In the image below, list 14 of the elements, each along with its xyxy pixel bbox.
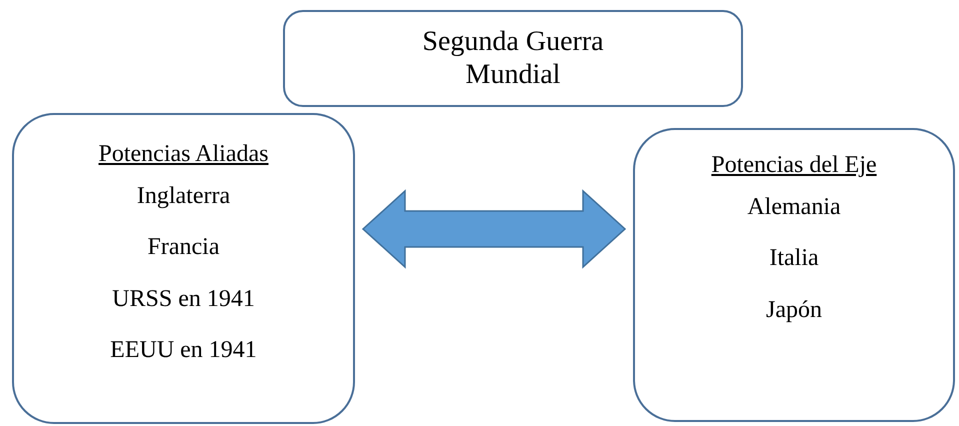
member-text: EEUU en 1941 [110,337,257,365]
member-text: Inglaterra [136,182,230,210]
member-text: Francia [148,234,220,262]
group-box [12,113,355,424]
member-text: Alemania [747,194,841,222]
member-text: Japón [766,296,822,324]
member-text: URSS en 1941 [112,286,255,314]
title-box [283,10,743,107]
member-text: Italia [769,245,819,273]
double-arrow [362,189,626,269]
group-heading: Potencias del Eje [711,152,877,180]
group-box [633,128,955,422]
title-text: Segunda Guerra Mundial [421,26,605,91]
group-heading: Potencias Aliadas [98,141,268,169]
